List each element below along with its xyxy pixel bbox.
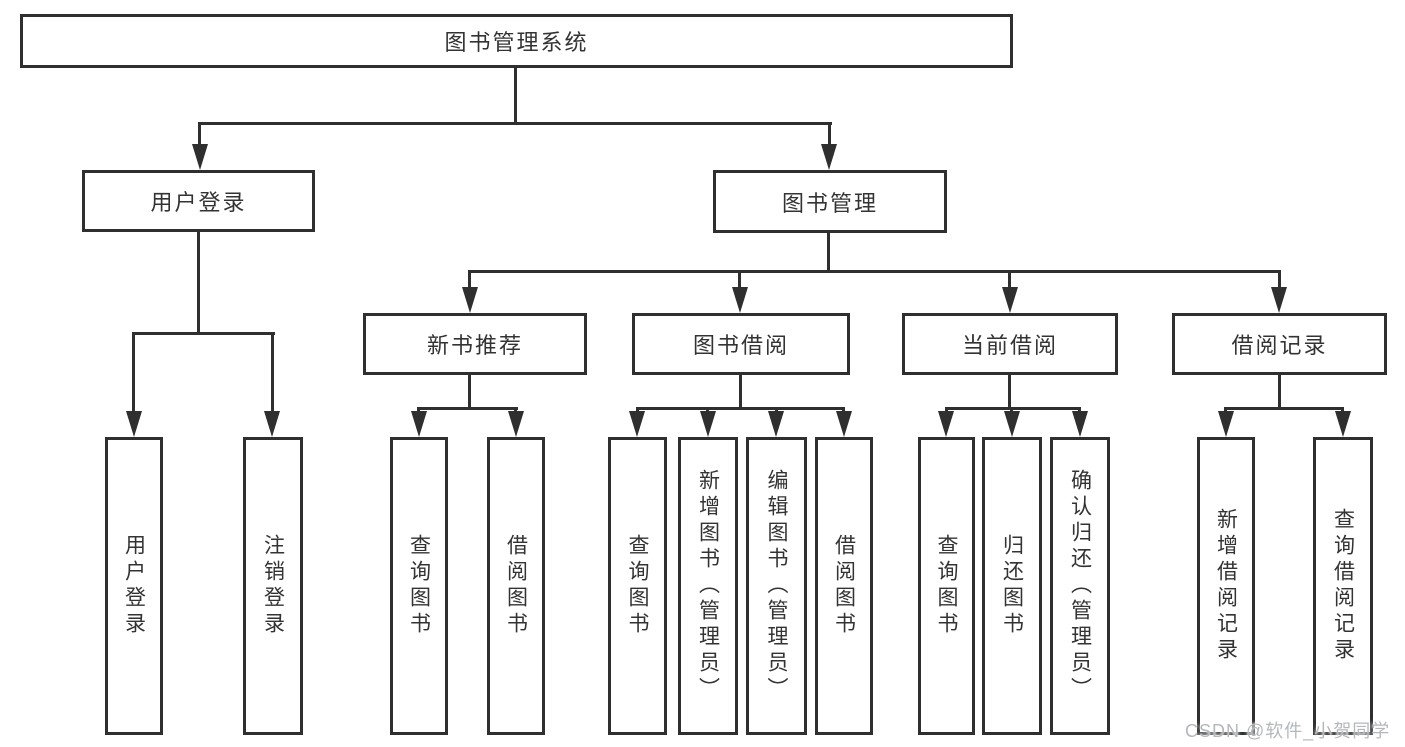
connector-line [514,68,517,124]
connector-line [738,270,741,289]
connector-line [197,232,200,334]
node-root-library-system: 图书管理系统 [20,14,1013,68]
arrowhead-down-icon [629,411,645,437]
arrowhead-down-icon [700,411,716,437]
arrowhead-down-icon [1335,411,1351,437]
node-label: 用户登录 [122,534,146,638]
arrowhead-down-icon [732,287,748,313]
arrowhead-down-icon [1004,411,1020,437]
node-label: 新书推荐 [426,333,523,358]
node-leaf-user-login: 用户登录 [105,437,163,735]
node-leaf-add-books-admin: 新增图书（管理员） [678,437,738,735]
node-label: 确认归还（管理员） [1068,469,1092,703]
node-current-borrow: 当前借阅 [902,313,1118,375]
connector-line [417,407,518,410]
node-label: 图书借阅 [692,333,789,358]
node-leaf-edit-books-admin: 编辑图书（管理员） [746,437,807,735]
arrowhead-down-icon [411,411,427,437]
connector-line [1341,407,1344,414]
arrowhead-down-icon [508,411,524,437]
connector-line [1224,407,1344,410]
node-book-borrow: 图书借阅 [632,313,850,375]
connector-line [842,407,845,414]
connector-line [828,122,831,146]
node-leaf-query-borrow-record: 查询借阅记录 [1313,437,1373,735]
node-leaf-query-books-current: 查询图书 [918,437,975,735]
node-book-management: 图书管理 [713,170,947,233]
connector-line [1008,375,1011,409]
node-label: 借阅记录 [1231,333,1328,358]
node-leaf-return-books: 归还图书 [982,437,1042,735]
node-label: 查询图书 [935,534,958,638]
connector-line [271,332,274,413]
connector-line [198,122,201,146]
connector-line [468,270,1281,273]
connector-line [198,122,832,125]
node-user-login: 用户登录 [82,170,315,232]
connector-line [1278,375,1281,409]
connector-line [1278,270,1281,289]
arrowhead-down-icon [192,144,208,170]
connector-line [1224,407,1227,414]
connector-line [1008,270,1011,289]
node-label: 新增借阅记录 [1214,508,1238,664]
connector-line [636,407,639,414]
connector-line [1010,407,1013,414]
arrowhead-down-icon [768,411,784,437]
node-label: 查询借阅记录 [1331,508,1355,664]
connector-line [827,233,830,272]
connector-line [775,407,778,414]
node-label: 注销登录 [261,534,285,638]
connector-line [132,332,275,335]
node-leaf-query-books-borrow: 查询图书 [608,437,667,735]
node-label: 借阅图书 [832,534,856,638]
node-label: 用户登录 [150,190,247,215]
arrowhead-down-icon [462,287,478,313]
connector-line [945,407,948,414]
connector-line [514,407,517,414]
node-label: 新增图书（管理员） [696,469,720,703]
node-leaf-borrow-books: 借阅图书 [815,437,873,735]
arrowhead-down-icon [938,411,954,437]
node-label: 查询图书 [626,534,649,638]
node-leaf-confirm-return-admin: 确认归还（管理员） [1050,437,1110,735]
node-label: 编辑图书（管理员） [765,469,788,703]
node-label: 归还图书 [1000,534,1024,638]
node-label: 查询图书 [407,534,431,638]
node-label: 借阅图书 [504,534,528,638]
connector-line [132,332,135,413]
arrowhead-down-icon [1002,287,1018,313]
arrowhead-down-icon [1218,411,1234,437]
connector-line [739,375,742,409]
arrowhead-down-icon [264,411,280,437]
connector-line [945,407,1081,410]
connector-line [706,407,709,414]
arrowhead-down-icon [821,144,837,170]
node-leaf-borrow-books-recommend: 借阅图书 [487,437,545,735]
node-borrow-records: 借阅记录 [1172,313,1387,375]
node-leaf-query-books-recommend: 查询图书 [390,437,448,735]
connector-line [417,407,420,414]
connector-line [468,374,471,409]
arrowhead-down-icon [1271,287,1287,313]
connector-line [636,407,845,410]
arrowhead-down-icon [1072,411,1088,437]
node-label: 图书管理 [781,190,878,216]
arrowhead-down-icon [126,411,142,437]
node-label: 当前借阅 [961,333,1058,358]
node-leaf-logout: 注销登录 [243,437,303,735]
arrowhead-down-icon [836,411,852,437]
connector-line [468,270,471,289]
node-label: 图书管理系统 [444,30,589,55]
connector-line [1078,407,1081,414]
node-leaf-add-borrow-record: 新增借阅记录 [1197,437,1255,735]
node-new-book-recommend: 新书推荐 [363,313,587,375]
csdn-watermark: CSDN @软件_小贺同学 [1185,721,1391,741]
